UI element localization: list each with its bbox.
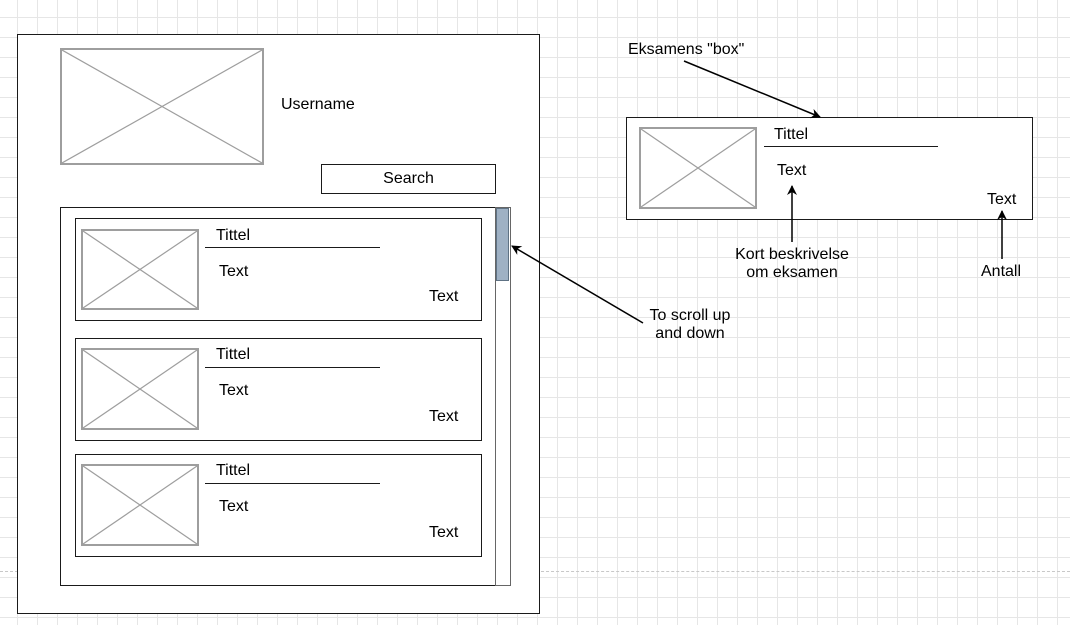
exam-box-title-underline: [764, 146, 938, 147]
card-description: Text: [219, 263, 249, 280]
username-label: Username: [281, 96, 355, 113]
card-title: Tittel: [216, 227, 251, 244]
scrollbar[interactable]: [495, 207, 511, 586]
card-count: Text: [429, 524, 459, 541]
exam-box-annotation: Eksamens "box": [628, 41, 745, 58]
title-underline: [205, 247, 380, 248]
card-count: Text: [429, 408, 459, 425]
scroll-thumb[interactable]: [496, 208, 509, 281]
exam-image-placeholder: [81, 229, 199, 310]
card-title: Tittel: [216, 462, 251, 479]
description-annotation: Kort beskrivelse om eksamen: [735, 246, 849, 281]
profile-image-placeholder: [60, 48, 264, 165]
scroll-annotation: To scroll up and down: [649, 307, 731, 342]
exam-box-image-placeholder: [639, 127, 757, 209]
card-title: Tittel: [216, 346, 251, 363]
search-button[interactable]: Search: [321, 164, 496, 194]
title-underline: [205, 367, 380, 368]
card-count: Text: [429, 288, 459, 305]
exam-image-placeholder: [81, 464, 199, 546]
scroll-annotation-arrow: [511, 245, 644, 324]
exam-box-title: Tittel: [774, 126, 809, 143]
exam-box-count: Text: [987, 191, 1017, 208]
exam-box-description: Text: [777, 162, 807, 179]
card-description: Text: [219, 498, 249, 515]
count-annotation: Antall: [981, 263, 1022, 280]
card-description: Text: [219, 382, 249, 399]
exam-image-placeholder: [81, 348, 199, 430]
title-underline: [205, 483, 380, 484]
box-annotation-arrow: [683, 60, 821, 119]
